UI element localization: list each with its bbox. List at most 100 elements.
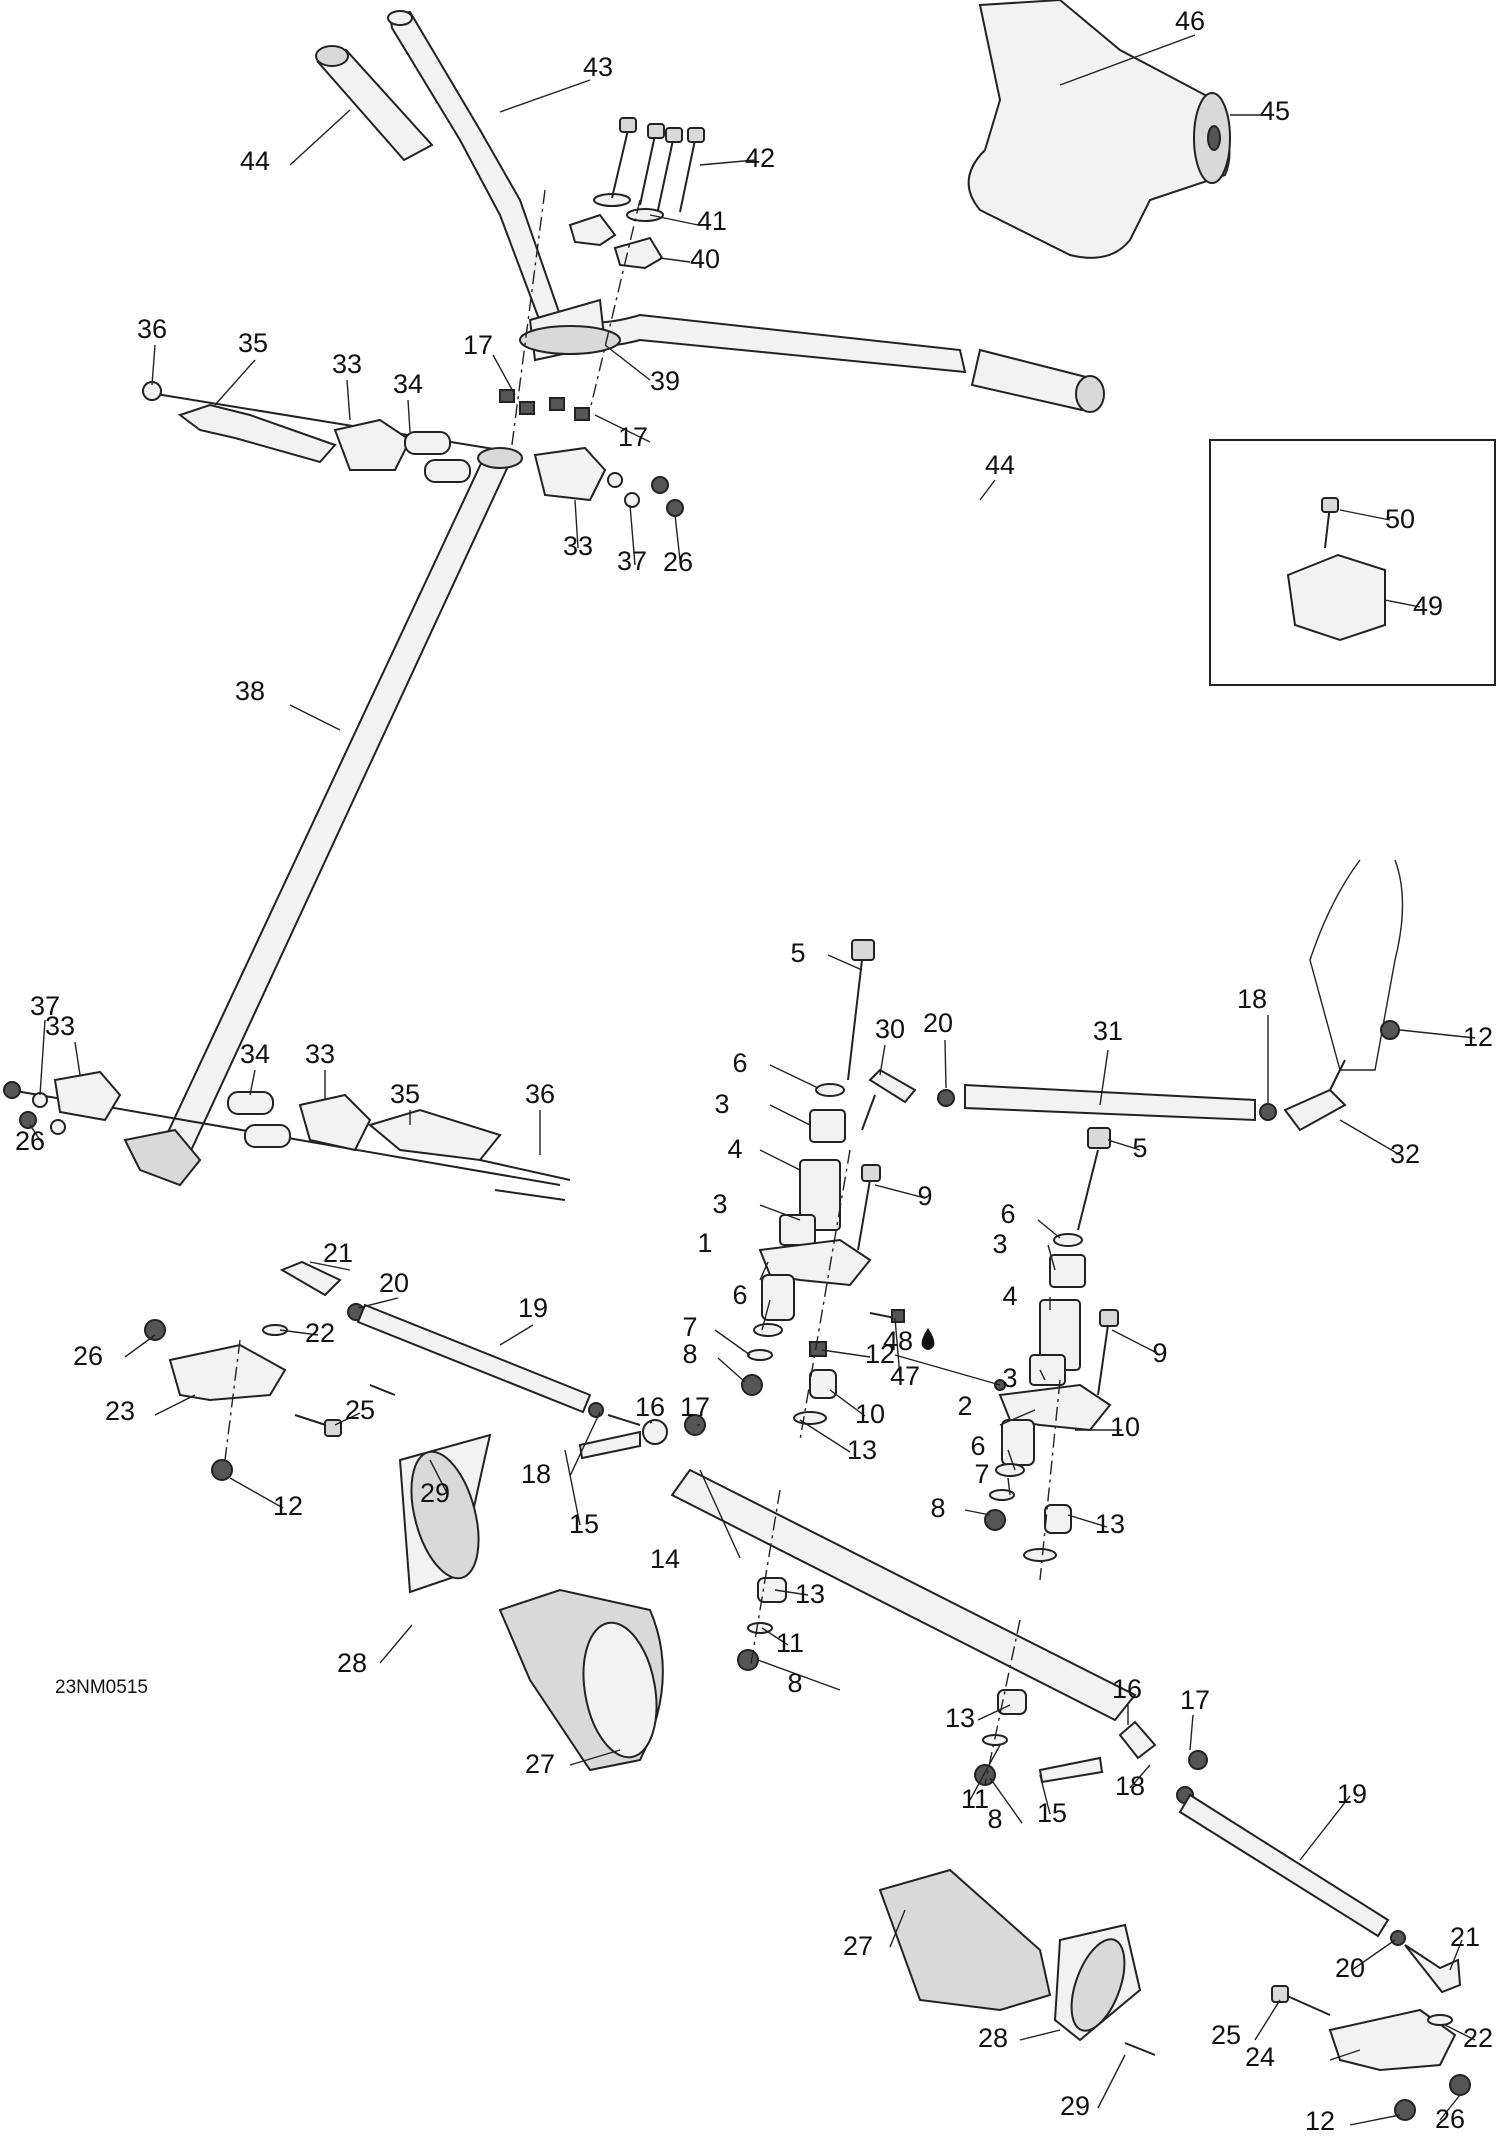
leader-line (1111, 1329, 1156, 1353)
callout-label: 12 (1305, 2106, 1335, 2136)
leader-line (564, 1449, 581, 1526)
callout-label: 34 (393, 369, 423, 399)
callout-label: 3 (712, 1189, 727, 1219)
callout-label: 47 (890, 1361, 920, 1391)
callout-label: 9 (917, 1181, 932, 1211)
callout-label: 42 (745, 143, 775, 173)
callout-label: 19 (1337, 1779, 1367, 1809)
callout-label: 10 (855, 1399, 885, 1429)
callout-label: 16 (635, 1392, 665, 1422)
callout-label: 37 (30, 991, 60, 1021)
leader-line (357, 1297, 399, 1309)
ball-joint-21-right (1404, 1944, 1462, 1994)
tie-rod-19-right (1178, 1793, 1390, 1938)
bushing-34-lower-b (244, 1124, 291, 1148)
callout-label: 44 (985, 450, 1015, 480)
leader-line (674, 514, 681, 561)
leader-line (39, 1019, 46, 1096)
leader-line (717, 1357, 746, 1383)
callout-label: 10 (1110, 1412, 1140, 1442)
callout-label: 30 (875, 1014, 905, 1044)
callout-label: 33 (45, 1011, 75, 1041)
callout-label: 17 (1180, 1685, 1210, 1715)
leader-line (829, 1389, 866, 1417)
leader-line (979, 479, 996, 501)
callout-label: 13 (1095, 1509, 1125, 1539)
callout-label: 17 (680, 1392, 710, 1422)
callout-label: 22 (305, 1318, 335, 1348)
leader-line (894, 1317, 901, 1378)
leader-line (879, 1044, 886, 1076)
drag-link (861, 859, 1404, 1132)
leader-line (407, 399, 411, 433)
bolts-42 (611, 117, 705, 213)
link-plates-35-lower (367, 1108, 502, 1162)
callout-label: 41 (697, 206, 727, 236)
callout-label: 48 (883, 1326, 913, 1356)
callout-label: 25 (345, 1395, 375, 1425)
callout-label: 21 (323, 1238, 353, 1268)
leader-line (289, 109, 351, 166)
bushing-34-lower (227, 1091, 274, 1115)
leader-line (1329, 2049, 1361, 2061)
rod-end-16-right (1118, 1720, 1157, 1760)
callout-label: 7 (682, 1312, 697, 1342)
handlebar-assembly (315, 10, 1105, 461)
leader-line (969, 1744, 1001, 1801)
callout-label: 34 (240, 1039, 270, 1069)
sleeve-4a (799, 1159, 841, 1231)
leader-line (757, 1659, 841, 1691)
leader-line (1019, 2029, 1061, 2041)
callout-label: 9 (1152, 1338, 1167, 1368)
bushing-34-upper (404, 431, 451, 455)
tie-rods (144, 1260, 1471, 2121)
callout-label: 4 (1002, 1281, 1017, 1311)
column-base (123, 1128, 202, 1187)
callout-label: 39 (650, 366, 680, 396)
leader-line (1097, 2054, 1126, 2109)
bolt-15-left (578, 1430, 641, 1460)
boots (369, 1384, 1156, 2056)
leader-line (249, 1069, 256, 1096)
callout-label: 17 (618, 422, 648, 452)
leader-line (1384, 599, 1421, 608)
leader-line (1067, 1514, 1108, 1528)
leader-line (1059, 34, 1196, 86)
end-cap-49 (1286, 553, 1386, 642)
leader-line (1254, 1999, 1281, 2041)
callout-label: 37 (617, 546, 647, 576)
ball-joint-21-left (279, 1260, 342, 1297)
leader-line (1107, 1139, 1141, 1151)
callout-label: 43 (583, 52, 613, 82)
callout-label: 6 (1000, 1199, 1015, 1229)
leader-line (1129, 1764, 1151, 1789)
callout-label: 35 (238, 328, 268, 358)
boot-27-right (878, 1868, 1052, 2012)
steering-bar-14 (670, 1468, 1137, 1722)
clamp-cap-2 (613, 236, 664, 270)
callout-label: 36 (525, 1079, 555, 1109)
leader-line (594, 414, 651, 443)
leader-line (74, 1041, 81, 1076)
callout-label: 35 (390, 1079, 420, 1109)
leader-line (1439, 2094, 1461, 2121)
callout-label: 44 (240, 146, 270, 176)
leader-line (429, 1459, 449, 1496)
leader-line (214, 359, 256, 406)
leader-line (499, 1324, 534, 1346)
grip-right-end (1075, 375, 1105, 413)
leader-line (29, 1124, 43, 1144)
link-arm-33-left (53, 1070, 122, 1122)
leader-line (889, 1909, 906, 1948)
callout-label: 25 (1211, 2020, 1241, 2050)
leader-line (774, 1589, 809, 1596)
knuckle-arm-24 (1328, 2008, 1457, 2072)
callout-label: 38 (235, 676, 265, 706)
leader-line (569, 1749, 621, 1766)
callout-label: 18 (521, 1459, 551, 1489)
leader-line (714, 1329, 751, 1356)
grip-right (970, 348, 1092, 412)
leader-line (229, 1477, 284, 1509)
callout-label: 20 (379, 1268, 409, 1298)
